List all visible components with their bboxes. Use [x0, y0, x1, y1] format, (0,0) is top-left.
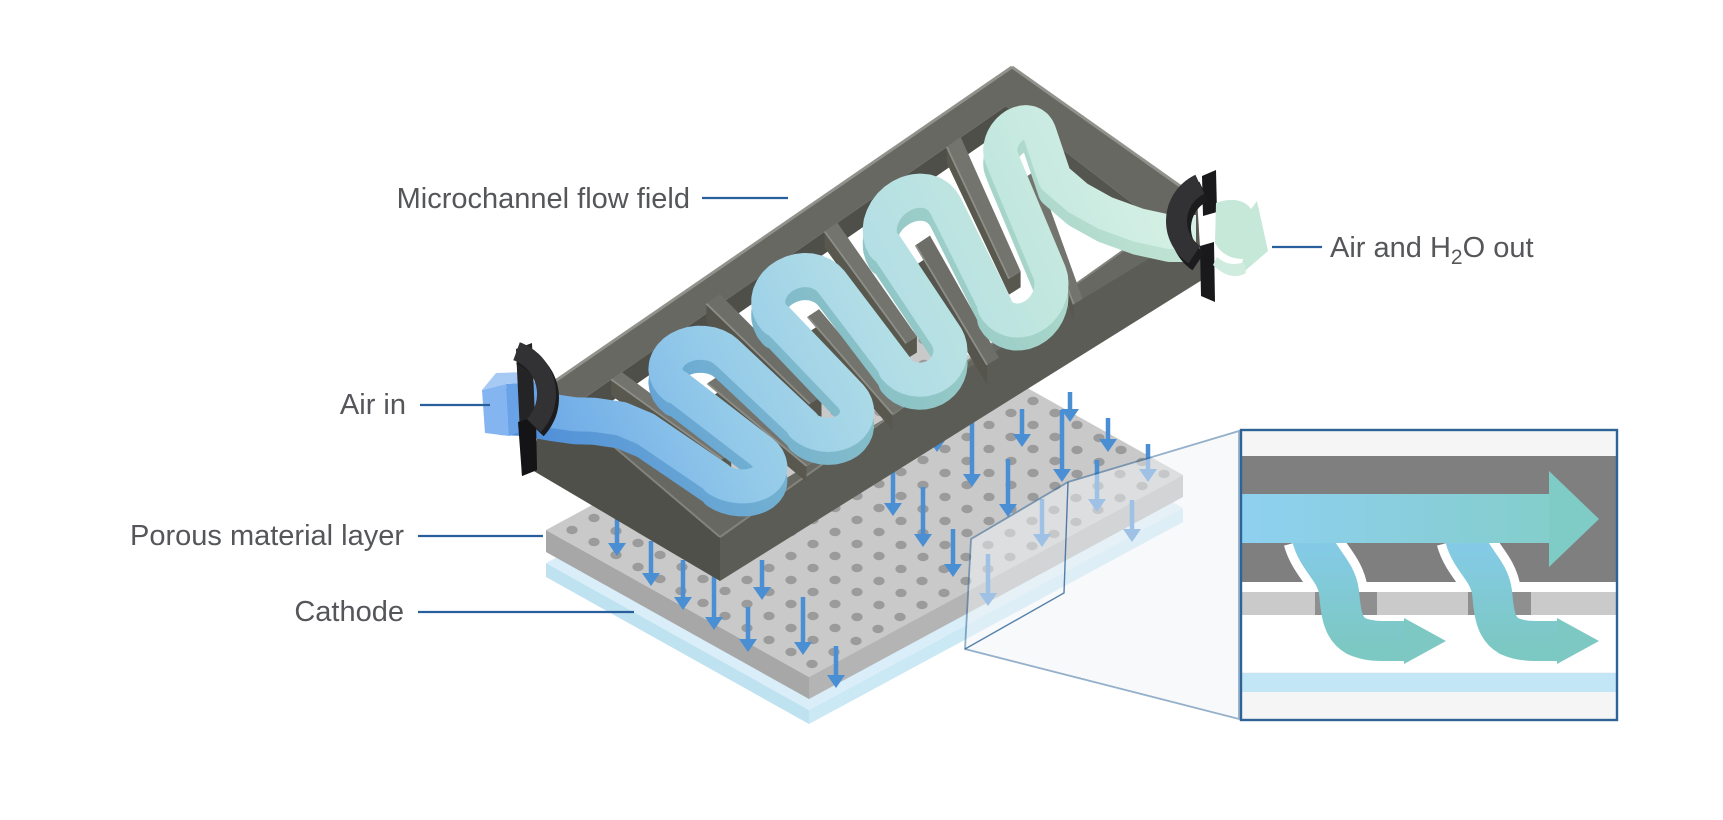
svg-text:Microchannel flow field: Microchannel flow field — [397, 183, 690, 215]
svg-text:Air in: Air in — [340, 389, 406, 421]
svg-text:Cathode: Cathode — [294, 596, 404, 628]
svg-text:Air and H2O out: Air and H2O out — [1330, 232, 1534, 269]
svg-text:Porous material layer: Porous material layer — [130, 520, 404, 552]
